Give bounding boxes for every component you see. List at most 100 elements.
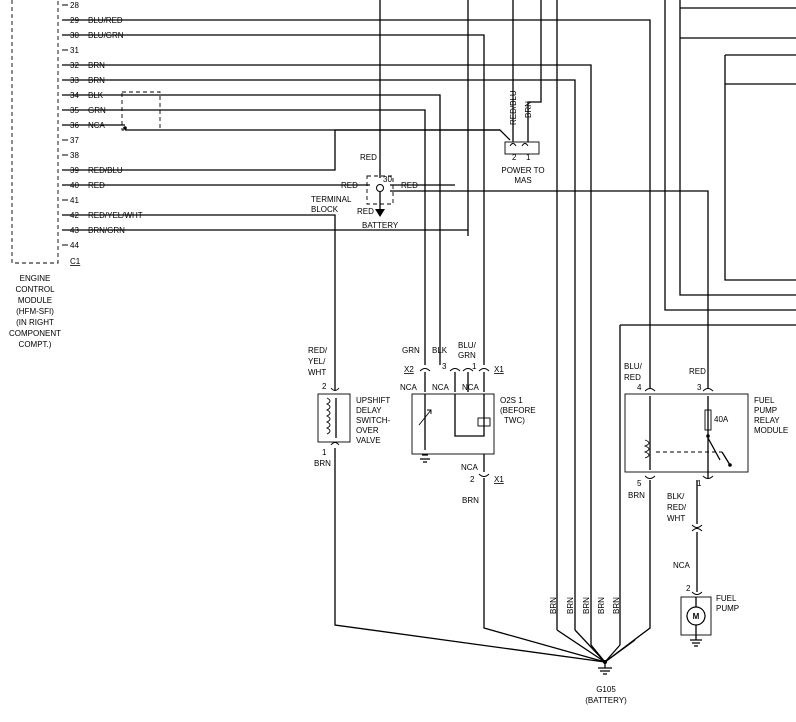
ground-g105: BRN BRN BRN BRN BRN G105 (BATTERY) <box>549 597 636 705</box>
svg-text:NCA: NCA <box>673 561 691 570</box>
wire-right-5 <box>724 55 796 281</box>
svg-text:BLOCK: BLOCK <box>311 205 339 214</box>
wire-pin33 <box>62 79 576 630</box>
wires <box>62 0 796 645</box>
wire-brn-mas <box>527 0 542 142</box>
svg-text:BRN: BRN <box>612 597 621 614</box>
svg-text:MODULE: MODULE <box>18 296 52 305</box>
svg-text:BRN: BRN <box>628 491 645 500</box>
svg-text:TWC): TWC) <box>504 416 525 425</box>
fuel-pump: NCA 2 M FUEL PUMP <box>673 561 739 647</box>
svg-text:TERMINAL: TERMINAL <box>311 195 352 204</box>
svg-text:BLK/: BLK/ <box>667 492 685 501</box>
power-to-mas: 2 1 POWER TO MAS RED/BLU BRN <box>501 90 544 185</box>
svg-text:O2S 1: O2S 1 <box>500 396 523 405</box>
svg-text:GRN: GRN <box>402 346 420 355</box>
wire-pin34 <box>62 94 441 365</box>
svg-text:RED: RED <box>689 367 706 376</box>
svg-text:CONTROL: CONTROL <box>15 285 55 294</box>
svg-text:M: M <box>693 612 700 621</box>
svg-text:3: 3 <box>697 383 702 392</box>
svg-text:1: 1 <box>472 362 477 371</box>
pin-num: 28 <box>70 1 79 10</box>
svg-text:POWER TO: POWER TO <box>501 166 544 175</box>
o2s-sensor: GRN BLK BLU/ GRN X2 3 1 X1 NCA NCA NCA N… <box>400 341 606 663</box>
svg-text:BLK: BLK <box>432 346 448 355</box>
wire-pin32 <box>62 64 592 645</box>
svg-text:BRN: BRN <box>462 496 479 505</box>
svg-text:X2: X2 <box>404 365 414 374</box>
ecm-label: ENGINE CONTROL MODULE (HFM-SFI) (IN RIGH… <box>9 274 61 349</box>
wire-red-relay <box>390 190 709 388</box>
svg-text:NCA: NCA <box>461 463 479 472</box>
wire-pin29 <box>62 19 651 388</box>
svg-text:COMPONENT: COMPONENT <box>9 329 61 338</box>
svg-text:BRN: BRN <box>597 597 606 614</box>
svg-text:PUMP: PUMP <box>716 604 739 613</box>
svg-text:1: 1 <box>526 153 531 162</box>
svg-text:X1: X1 <box>494 365 504 374</box>
svg-text:4: 4 <box>637 383 642 392</box>
pin-num: 37 <box>70 136 79 145</box>
svg-text:3: 3 <box>442 362 447 371</box>
svg-text:COMPT.): COMPT.) <box>19 340 52 349</box>
svg-text:RED: RED <box>360 153 377 162</box>
svg-text:SWITCH-: SWITCH- <box>356 416 391 425</box>
svg-text:30: 30 <box>383 175 392 184</box>
svg-text:RELAY: RELAY <box>754 416 780 425</box>
svg-text:BLU/: BLU/ <box>624 362 643 371</box>
svg-text:FUEL: FUEL <box>754 396 775 405</box>
svg-text:BRN: BRN <box>314 459 331 468</box>
svg-text:2: 2 <box>512 153 517 162</box>
svg-text:(BEFORE: (BEFORE <box>500 406 536 415</box>
ecm-box <box>11 0 59 264</box>
svg-text:G105: G105 <box>596 685 616 694</box>
svg-text:40A: 40A <box>714 415 729 424</box>
svg-text:2: 2 <box>470 475 475 484</box>
svg-text:MODULE: MODULE <box>754 426 788 435</box>
svg-text:BRN: BRN <box>582 597 591 614</box>
svg-text:2: 2 <box>686 584 691 593</box>
svg-text:X1: X1 <box>494 475 504 484</box>
svg-text:MAS: MAS <box>514 176 531 185</box>
svg-text:DELAY: DELAY <box>356 406 382 415</box>
svg-text:5: 5 <box>637 479 642 488</box>
connector-c1: C1 <box>70 257 81 266</box>
svg-text:RED: RED <box>401 181 418 190</box>
svg-text:RED/BLU: RED/BLU <box>509 90 518 125</box>
svg-text:NCA: NCA <box>400 383 418 392</box>
svg-text:BLU/: BLU/ <box>458 341 477 350</box>
svg-text:RED/: RED/ <box>667 503 687 512</box>
svg-text:BRN: BRN <box>524 101 533 118</box>
wire-pin39 <box>62 129 500 171</box>
svg-text:BATTERY: BATTERY <box>362 221 399 230</box>
terminal-block: 30 RED RED RED RED BATTERY TERMINAL BLOC… <box>311 153 418 230</box>
pin-num: 41 <box>70 196 79 205</box>
svg-text:NCA: NCA <box>462 383 480 392</box>
wire-pin35 <box>62 109 426 365</box>
svg-text:(HFM-SFI): (HFM-SFI) <box>16 307 54 316</box>
svg-text:UPSHIFT: UPSHIFT <box>356 396 390 405</box>
svg-text:GRN: GRN <box>458 351 476 360</box>
svg-text:RED: RED <box>357 207 374 216</box>
svg-text:ENGINE: ENGINE <box>20 274 51 283</box>
pin-num: 44 <box>70 241 79 250</box>
ecm-pin-labels: 28 29 30 31 32 33 34 35 36 37 38 39 40 4… <box>70 1 143 266</box>
svg-text:NCA: NCA <box>432 383 450 392</box>
wire-pin36 <box>62 124 511 141</box>
wire-pin30 <box>62 34 485 365</box>
svg-text:FUEL: FUEL <box>716 594 737 603</box>
pin-num: 38 <box>70 151 79 160</box>
shield <box>121 91 161 131</box>
svg-text:1: 1 <box>322 448 327 457</box>
svg-text:RED/: RED/ <box>308 346 328 355</box>
svg-text:PUMP: PUMP <box>754 406 777 415</box>
pin-num: 31 <box>70 46 79 55</box>
svg-text:VALVE: VALVE <box>356 436 381 445</box>
svg-text:2: 2 <box>322 382 327 391</box>
svg-text:BRN: BRN <box>549 597 558 614</box>
svg-text:BRN: BRN <box>566 597 575 614</box>
wire-right-2 <box>679 0 796 296</box>
